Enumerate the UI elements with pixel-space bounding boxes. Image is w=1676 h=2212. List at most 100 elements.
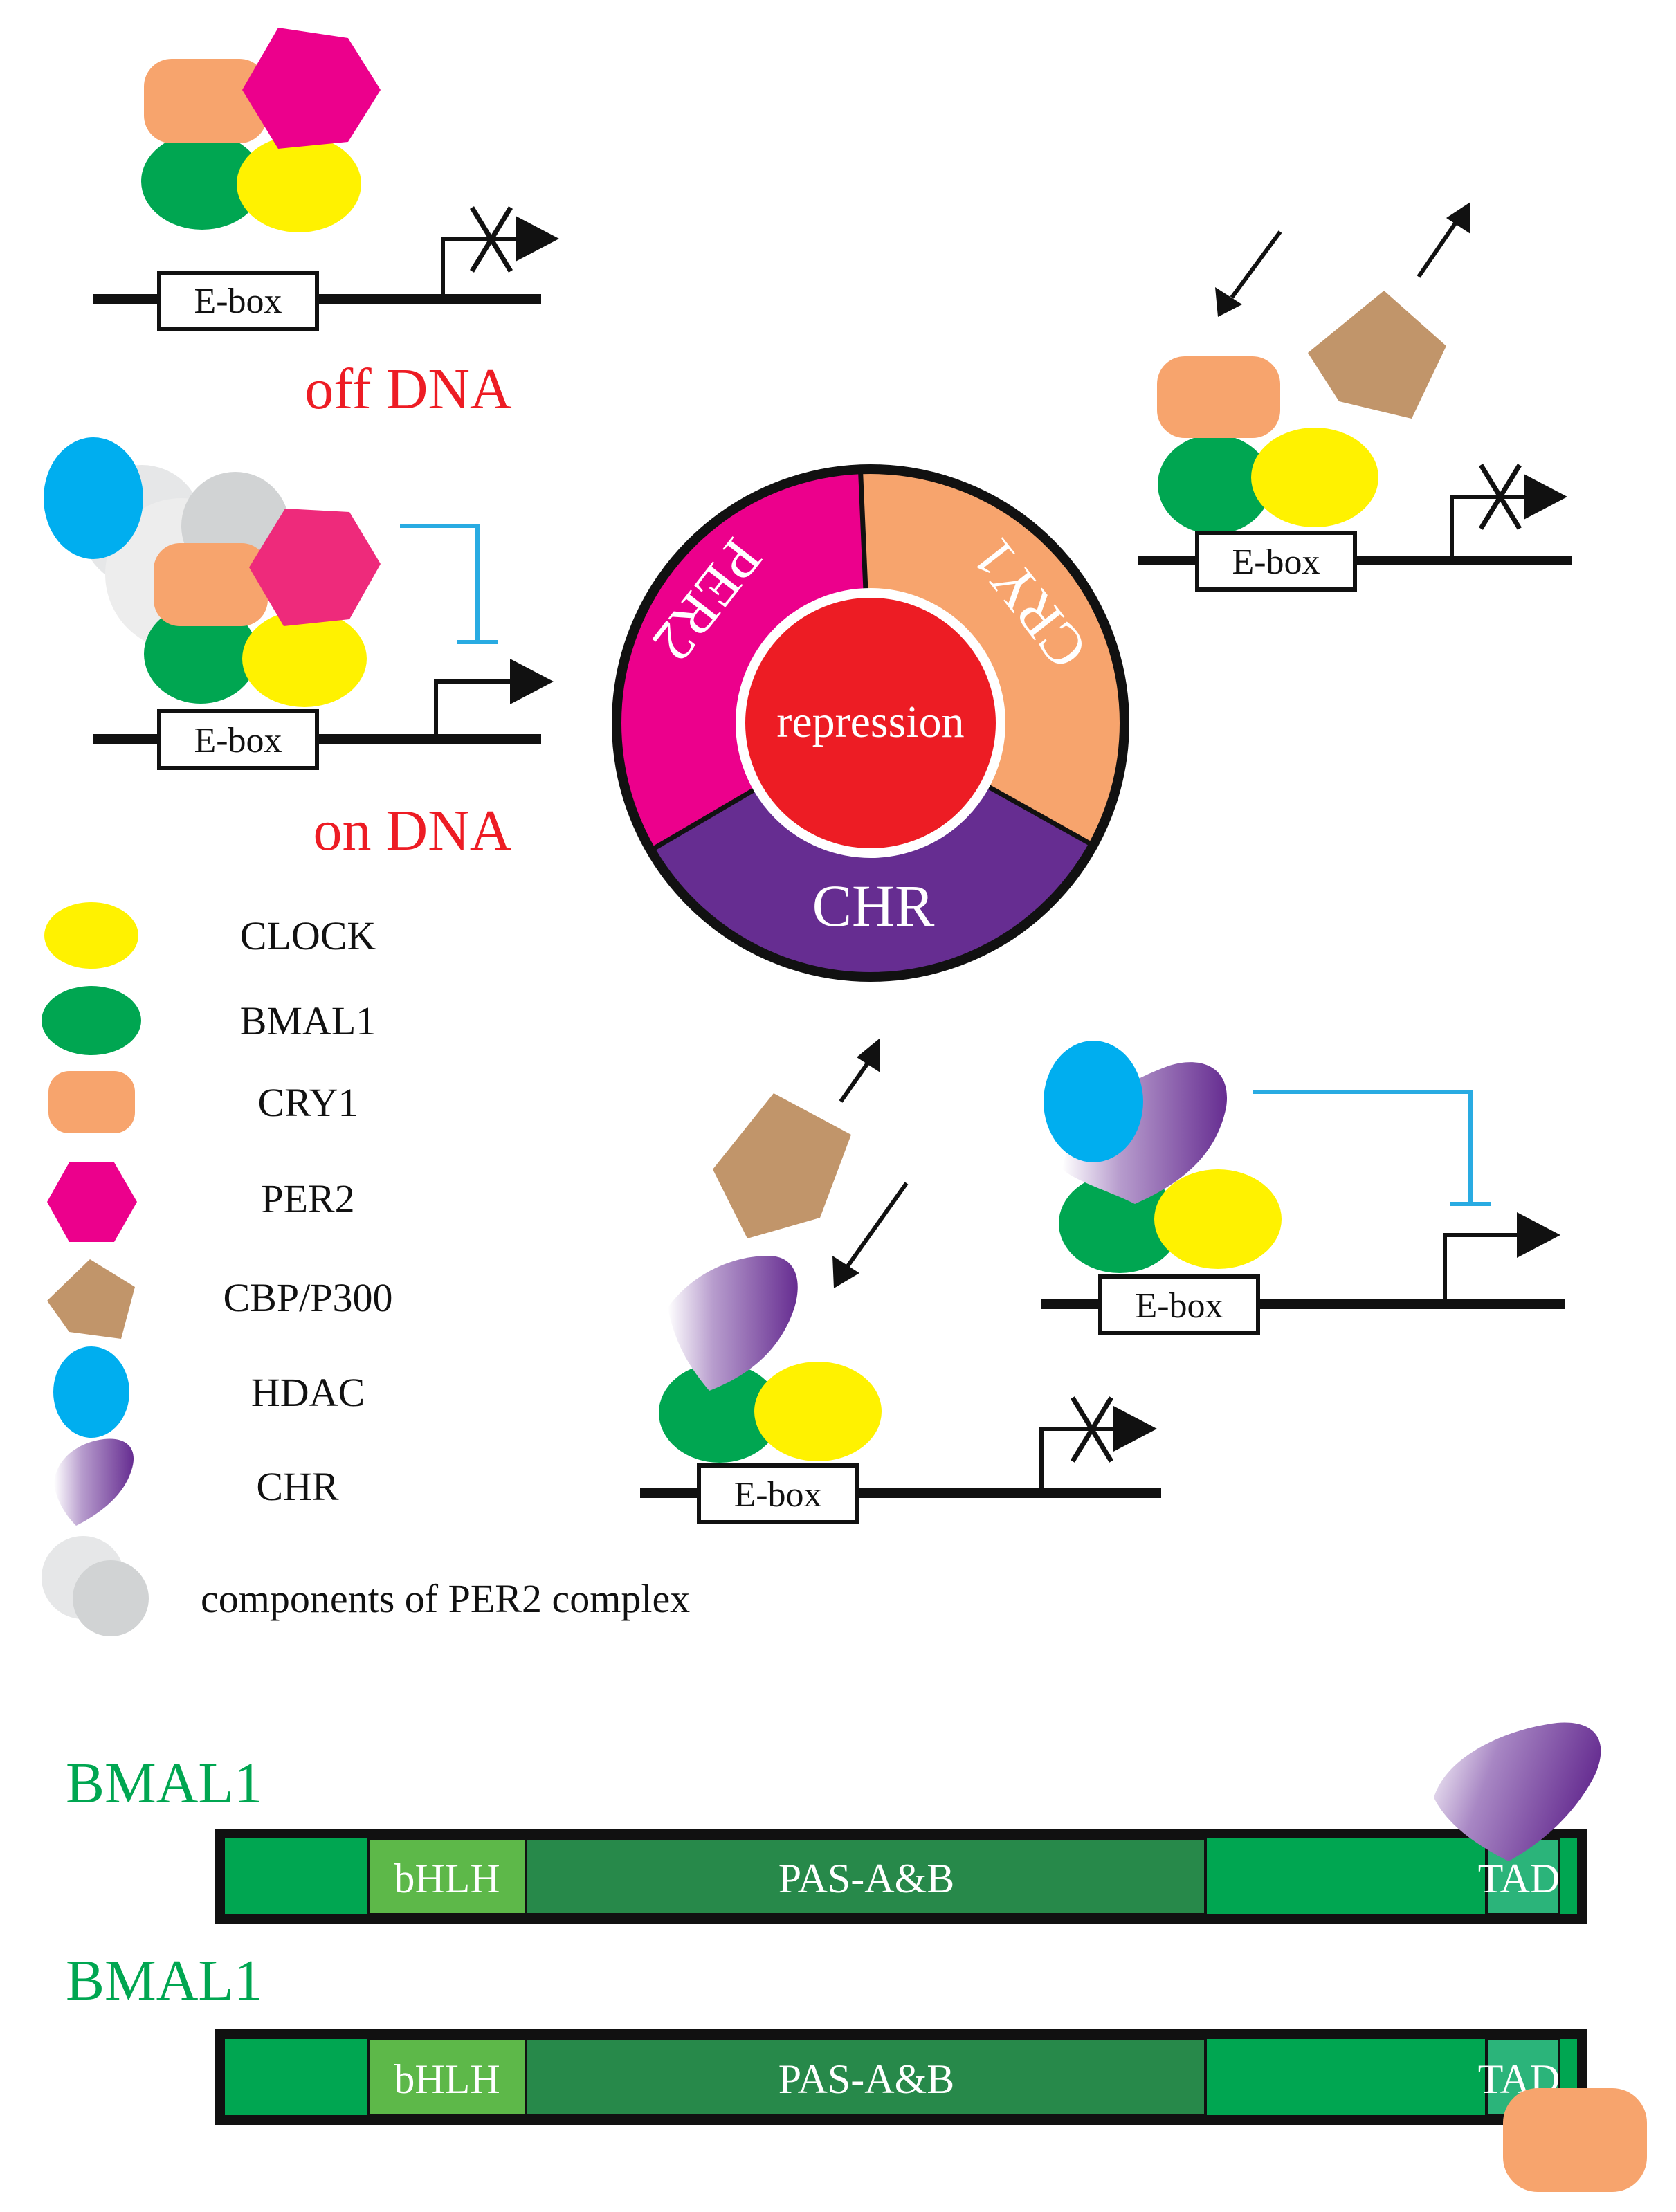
legend-item-clock: CLOCK — [44, 902, 376, 969]
ebox-box — [157, 271, 319, 331]
clock-protein — [1251, 428, 1378, 527]
legend-item-hdac: HDAC — [53, 1346, 365, 1438]
cbp-exchange-bottom — [713, 1038, 909, 1288]
legend-label: HDAC — [251, 1370, 365, 1415]
on-dna-label: on DNA — [313, 798, 512, 863]
domain-bhlh — [367, 2038, 527, 2117]
bmal1-protein — [1059, 1173, 1181, 1273]
arrow-tip — [1524, 474, 1567, 520]
repression-wheel: repression PER2 CRY1 CHR — [612, 464, 1129, 982]
legend-label: PER2 — [261, 1176, 354, 1221]
arrow-tip — [832, 1256, 859, 1288]
legend-swatch-cbp — [47, 1259, 135, 1339]
bmal1-protein — [141, 133, 263, 230]
ebox-box — [1098, 1274, 1260, 1335]
inhibition-line — [400, 524, 480, 642]
on-dna-complex — [44, 437, 381, 707]
cbp-protein — [713, 1093, 851, 1238]
legend-label: components of PER2 complex — [201, 1576, 690, 1621]
arrow-tip — [1517, 1212, 1560, 1258]
domain-label-bhlh: bHLH — [394, 1856, 500, 1901]
domain-label-bhlh: bHLH — [394, 2056, 500, 2102]
domain-map-protein-label: BMAL1 — [66, 1948, 263, 2013]
transcription-arrow — [434, 679, 519, 739]
legend-swatch-chr — [54, 1438, 134, 1526]
legend-swatch-hdac — [53, 1346, 129, 1438]
domain-map-protein-label: BMAL1 — [66, 1751, 263, 1816]
wheel-center-label: repression — [776, 697, 964, 747]
domain-label-pas: PAS-A&B — [778, 2056, 955, 2102]
hdac-protein — [44, 437, 143, 559]
bmal1-protein — [144, 604, 257, 704]
transcription-arrow — [1443, 1233, 1526, 1304]
off-dna-complex — [141, 28, 381, 232]
right-mid-strand: E-box — [1041, 1212, 1565, 1335]
ebox-label: E-box — [1135, 1286, 1223, 1326]
clock-protein — [754, 1362, 882, 1461]
arrow-down — [846, 1182, 909, 1268]
legend: CLOCK BMAL1 CRY1 PER2 CBP/P300 HDAC CHR — [42, 902, 690, 1636]
bottom-center-strand: E-box — [640, 1396, 1161, 1524]
domain-map-cry1: BMAL1 bHLH PAS-A&B TAD — [66, 1948, 1647, 2192]
legend-item-bmal1: BMAL1 — [42, 986, 376, 1055]
chr-protein — [1434, 1722, 1601, 1861]
clock-protein — [1154, 1169, 1282, 1269]
arrow-tip — [510, 659, 554, 704]
ebox-box — [1195, 531, 1357, 592]
block-cross — [1071, 1396, 1113, 1463]
ebox-label: E-box — [194, 282, 282, 321]
legend-label: CLOCK — [240, 913, 376, 958]
domain-map-chr: BMAL1 bHLH PAS-A&B TAD — [66, 1722, 1601, 1924]
arrow-in — [1230, 230, 1282, 299]
chr-protein — [668, 1256, 798, 1391]
legend-item-cbp: CBP/P300 — [47, 1259, 393, 1339]
legend-swatch-per2 — [47, 1162, 137, 1242]
transcription-arrow — [1450, 495, 1533, 560]
block-cross — [470, 206, 513, 273]
ebox-label: E-box — [734, 1475, 821, 1515]
clock-protein — [242, 610, 367, 707]
legend-swatch-grey — [73, 1560, 149, 1636]
right-mid-complex — [1044, 1041, 1282, 1273]
legend-label: CHR — [256, 1464, 339, 1509]
legend-label: CBP/P300 — [224, 1275, 393, 1320]
bmal1-protein — [1158, 435, 1271, 534]
cry1-protein — [1503, 2088, 1647, 2192]
hdac-protein — [1044, 1041, 1143, 1162]
ebox-box — [697, 1463, 859, 1524]
wheel-center — [736, 588, 1005, 858]
arrow-tip — [1113, 1406, 1157, 1452]
block-cross — [1479, 464, 1522, 530]
domain-label-tad: TAD — [1478, 1856, 1560, 1901]
transcription-arrow — [441, 237, 526, 299]
bmal1-protein — [659, 1363, 781, 1463]
legend-item-chr: CHR — [54, 1438, 339, 1526]
cry1-protein — [154, 543, 268, 626]
domain-pas — [525, 1837, 1207, 1916]
right-top-complex — [1157, 356, 1378, 534]
arrow-tip — [516, 216, 559, 262]
ebox-box — [157, 709, 319, 770]
legend-label: BMAL1 — [240, 998, 376, 1043]
legend-swatch-cry1 — [48, 1071, 135, 1133]
transcription-arrow — [1039, 1427, 1122, 1493]
cry1-protein — [1157, 356, 1280, 438]
chr-protein — [1062, 1062, 1228, 1204]
domain-bhlh — [367, 1837, 527, 1916]
right-top-strand: E-box — [1138, 464, 1572, 592]
cry1-protein — [144, 59, 267, 143]
domain-pas — [525, 2038, 1207, 2117]
on-dna-strand: E-box — [93, 659, 554, 770]
arrow-tip — [1446, 202, 1470, 234]
legend-item-per2-components: components of PER2 complex — [42, 1536, 690, 1636]
legend-swatch-clock — [44, 902, 138, 969]
bottom-center-complex — [659, 1256, 882, 1463]
ebox-label: E-box — [194, 721, 282, 760]
domain-label-pas: PAS-A&B — [778, 1856, 955, 1901]
cbp-exchange-top — [1215, 202, 1470, 419]
legend-swatch-bmal1 — [42, 986, 141, 1055]
wheel-label-chr: CHR — [812, 872, 935, 939]
arrow-tip — [857, 1038, 880, 1072]
off-dna-label: off DNA — [304, 357, 512, 421]
